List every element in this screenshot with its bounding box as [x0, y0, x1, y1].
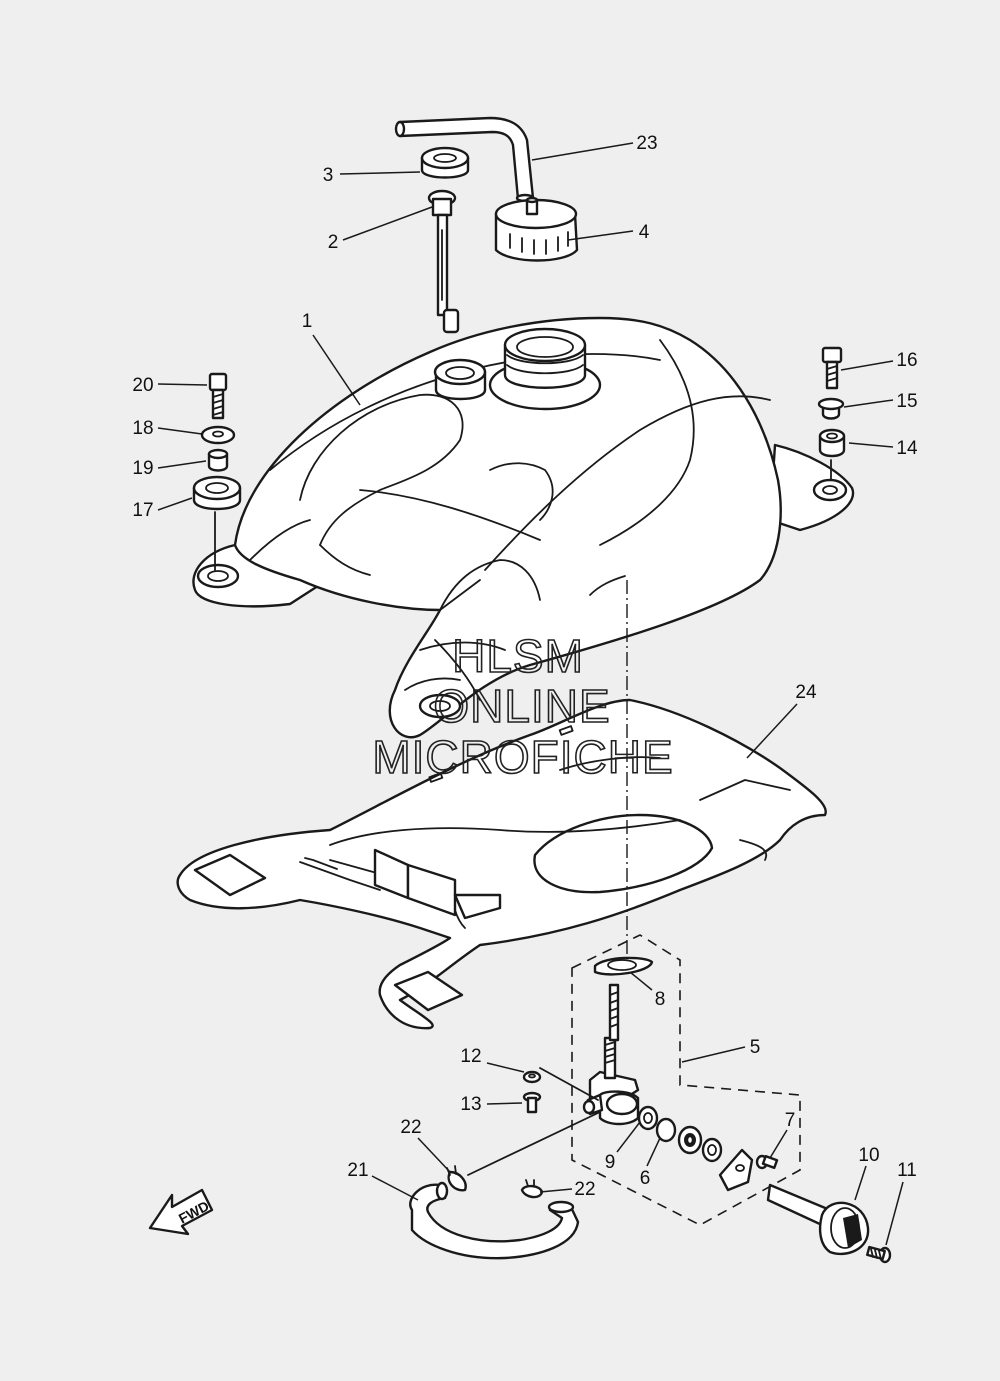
hose-clamp-22b — [520, 1179, 544, 1199]
callout-16: 16 — [896, 350, 917, 371]
damper-14 — [818, 428, 846, 458]
leader-line-11 — [885, 1181, 904, 1246]
callout-5: 5 — [750, 1037, 761, 1058]
wave-washer — [701, 1137, 723, 1163]
callout-19: 19 — [132, 458, 153, 479]
tank-cover-24 — [176, 698, 827, 1030]
callout-22a: 22 — [400, 1117, 421, 1138]
collar-15 — [817, 397, 845, 420]
bolt-16 — [821, 346, 843, 390]
leader-line-23 — [531, 142, 634, 161]
leader-line-17 — [157, 497, 193, 511]
callout-12: 12 — [460, 1046, 481, 1067]
callout-10: 10 — [858, 1145, 879, 1166]
leader-line-20 — [157, 383, 208, 386]
fuel-tank — [192, 316, 855, 739]
leader-line-10 — [854, 1165, 867, 1201]
callout-14: 14 — [896, 438, 918, 459]
leader-line-7 — [769, 1129, 788, 1159]
callout-17: 17 — [132, 500, 153, 521]
leader-line-14 — [848, 442, 894, 448]
leader-line-4 — [567, 230, 634, 241]
leader-line-12 — [486, 1062, 525, 1073]
leader-line-19 — [157, 460, 207, 469]
seal-9 — [637, 1105, 659, 1131]
washer-12 — [522, 1070, 542, 1084]
callout-13: 13 — [460, 1094, 481, 1115]
assembly-outline-5 — [571, 934, 801, 1226]
leader-line-9 — [616, 1121, 641, 1153]
o-ring-6 — [655, 1117, 677, 1143]
leader-line-1 — [312, 334, 361, 406]
leader-line-8 — [629, 971, 653, 991]
fuel-cock-5 — [539, 983, 640, 1126]
callout-18: 18 — [132, 418, 153, 439]
callout-8: 8 — [655, 989, 666, 1010]
callout-21: 21 — [347, 1160, 368, 1181]
damper-17 — [192, 475, 242, 511]
callout-22b: 22 — [574, 1179, 595, 1200]
hose-link-line — [467, 1111, 601, 1176]
leader-line-21 — [371, 1175, 419, 1201]
leader-line-6 — [646, 1137, 661, 1167]
callout-15: 15 — [896, 391, 917, 412]
lever-plate — [718, 1148, 754, 1192]
cock-lever-10 — [766, 1183, 870, 1256]
callout-24: 24 — [795, 682, 817, 703]
callout-1: 1 — [302, 311, 313, 332]
watermark-line-1: HLSM — [452, 630, 584, 682]
callout-23: 23 — [636, 133, 657, 154]
callout-2: 2 — [328, 232, 339, 253]
leader-line-18 — [157, 427, 203, 435]
gasket-8 — [593, 956, 654, 976]
bolt-20 — [208, 372, 228, 420]
leader-line-16 — [840, 360, 894, 371]
grommet-3 — [420, 146, 470, 179]
screw-11 — [866, 1245, 892, 1264]
callout-11: 11 — [897, 1160, 917, 1181]
fuel-hose-21 — [409, 1181, 580, 1260]
watermark: HLSM ONLINE MICROFICHE — [372, 629, 674, 784]
screw-13 — [522, 1091, 542, 1114]
leader-line-5 — [681, 1046, 746, 1063]
collar-19 — [207, 448, 229, 472]
screw-7 — [755, 1154, 779, 1170]
leader-line-24 — [746, 703, 798, 759]
callout-9: 9 — [605, 1152, 616, 1173]
leader-line-22a — [417, 1137, 451, 1173]
leader-line-15 — [843, 399, 894, 408]
hose-clamp-22a — [446, 1165, 467, 1192]
callout-20: 20 — [132, 375, 153, 396]
callout-4: 4 — [639, 222, 650, 243]
leader-line-13 — [486, 1102, 523, 1105]
washer-18 — [200, 425, 236, 445]
forward-direction-arrow: FWD — [148, 1188, 214, 1236]
fuel-gauge-2 — [427, 189, 460, 334]
callout-6: 6 — [640, 1168, 651, 1189]
leader-line-3 — [339, 171, 421, 175]
leader-line-22b — [539, 1188, 573, 1193]
leader-line-2 — [342, 206, 433, 241]
seal-ring — [677, 1125, 703, 1155]
callout-7: 7 — [785, 1110, 796, 1131]
watermark-line-3: MICROFICHE — [372, 731, 673, 783]
fuel-cap-4 — [494, 196, 579, 262]
callout-3: 3 — [323, 165, 334, 186]
watermark-line-2: ONLINE — [433, 680, 610, 732]
